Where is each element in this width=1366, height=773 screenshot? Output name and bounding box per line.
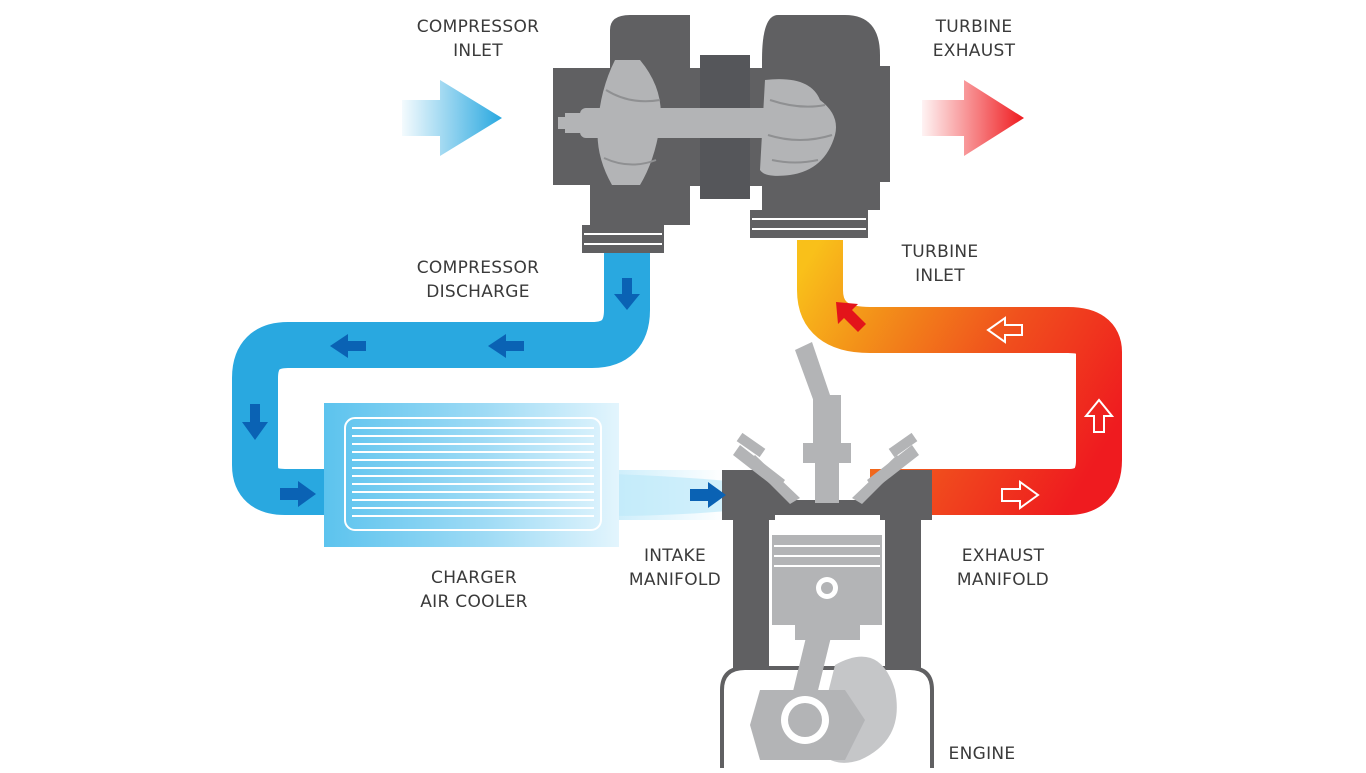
spark-plug [795, 342, 830, 402]
flow-arrows-hot [836, 302, 1115, 510]
crankcase [720, 666, 934, 768]
exhaust-valve [852, 432, 919, 504]
label-turbine-inlet: TURBINE INLET [901, 242, 979, 286]
hot-gas-pipe [797, 240, 1122, 515]
arrow-down-icon [242, 404, 268, 440]
arrow-right-icon [280, 481, 316, 507]
cooler-core [344, 417, 602, 531]
cylinder-wall-left [733, 500, 769, 670]
arrow-left-icon [986, 316, 1023, 344]
label-compressor-discharge: COMPRESSOR DISCHARGE [416, 258, 540, 302]
turbocharger [553, 15, 890, 253]
label-charger-air-cooler: CHARGER AIR COOLER [420, 568, 528, 612]
turbine-exhaust-arrow-icon [922, 80, 1024, 156]
label-turbine-exhaust: TURBINE EXHAUST [932, 17, 1016, 61]
arrow-left-icon [488, 334, 524, 358]
engine [720, 342, 934, 768]
arrow-right-icon [1001, 480, 1040, 510]
compressor-inlet-arrow-icon [402, 80, 502, 156]
flow-arrows-cold [242, 278, 726, 508]
cylinder-wall-right [885, 500, 921, 670]
arrow-right-icon [690, 482, 726, 508]
label-exhaust-manifold: EXHAUST MANIFOLD [956, 546, 1050, 590]
connecting-rod [788, 600, 840, 715]
cold-air-pipe [232, 250, 650, 515]
turbo-shaft [580, 108, 810, 138]
cooler-fins [352, 427, 594, 517]
turbine-flange [750, 210, 868, 238]
compressor-flange [582, 225, 664, 253]
arrow-up-left-icon [836, 302, 866, 332]
arrow-down-icon [614, 278, 640, 310]
intake-valve [733, 432, 800, 504]
label-compressor-inlet: COMPRESSOR INLET [416, 17, 540, 61]
label-intake-manifold: INTAKE MANIFOLD [628, 546, 722, 590]
arrow-up-icon [1083, 398, 1115, 433]
label-engine: ENGINE [948, 744, 1016, 764]
arrow-left-icon [330, 334, 366, 358]
